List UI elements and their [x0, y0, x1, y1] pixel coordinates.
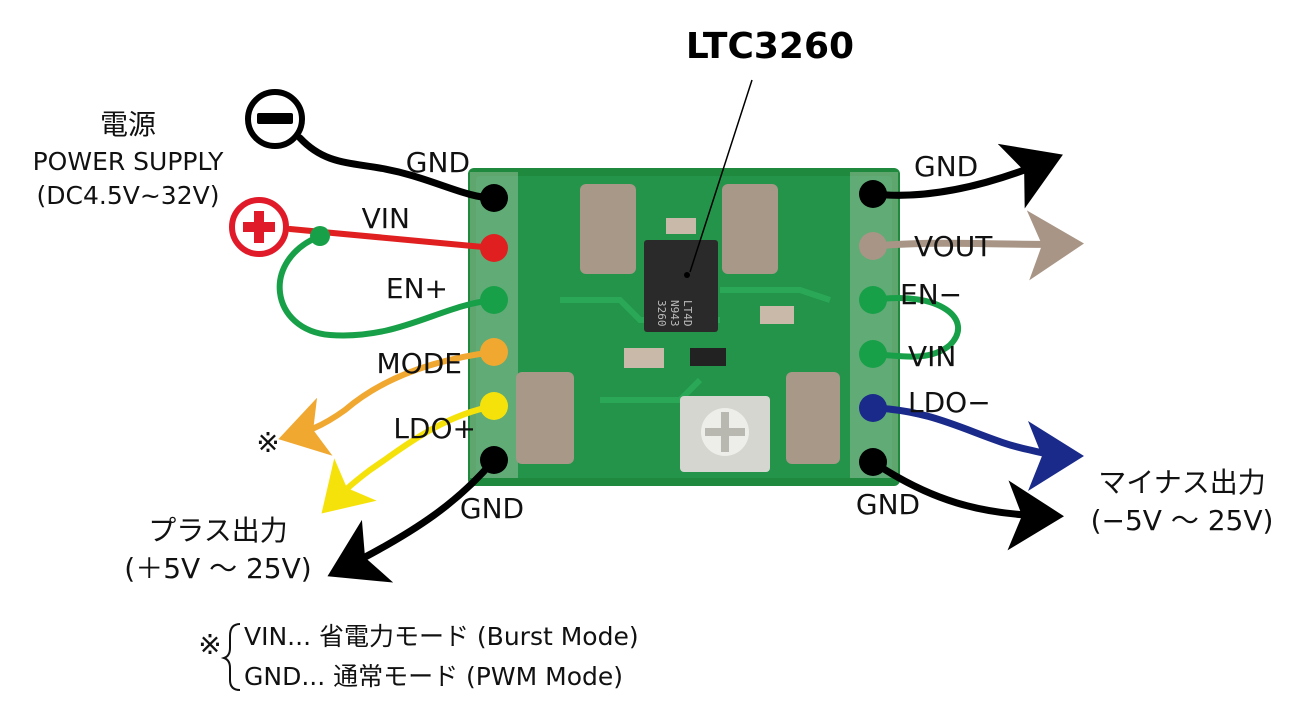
- minus-output-label: マイナス出力: [1098, 466, 1265, 499]
- power-supply-title-en: POWER SUPPLY: [33, 147, 225, 176]
- wire-en-plus-jumper: [276, 233, 497, 339]
- footnote-line-gnd: GND... 通常モード (PWM Mode): [244, 662, 623, 691]
- resistor: [666, 218, 696, 234]
- chip-title: LTC3260: [686, 26, 854, 67]
- chip-leader-line: [689, 79, 753, 273]
- footnote-brace: [220, 623, 241, 691]
- minus-terminal-icon: [245, 89, 305, 149]
- jumper-dot: [310, 226, 330, 246]
- ltc3260-chip: [644, 240, 718, 332]
- chip-marking-2: N943: [668, 300, 681, 327]
- footnote-mark: ※: [198, 628, 221, 661]
- label-en-plus: EN+: [386, 272, 448, 305]
- power-supply-range: (DC4.5V~32V): [37, 181, 220, 210]
- mode-note-mark: ※: [256, 426, 279, 459]
- chip-marking-1: 3260: [655, 300, 668, 327]
- label-gnd-right: GND: [914, 150, 978, 183]
- label-ldo-plus: LDO+: [393, 412, 476, 445]
- wire-mode: [278, 349, 497, 456]
- capacitor: [516, 372, 574, 464]
- plus-output-label: プラス出力: [148, 514, 287, 547]
- resistor: [624, 348, 664, 368]
- plus-terminal-icon: [229, 197, 289, 257]
- right-pin-header: [859, 180, 887, 476]
- wire-gnd-right-bottom: [869, 458, 1064, 551]
- wires: [276, 134, 1084, 583]
- footnote-line-vin: VIN... 省電力モード (Burst Mode): [244, 622, 639, 651]
- label-mode: MODE: [377, 347, 462, 380]
- minus-output-range: (−5V 〜 25V): [1091, 504, 1274, 537]
- pcb-board: [468, 168, 900, 486]
- capacitor: [580, 184, 636, 274]
- label-gnd-left-bottom: GND: [460, 492, 524, 525]
- resistor: [760, 306, 794, 324]
- chip-marking-3: LT4D: [681, 300, 694, 327]
- capacitor: [722, 184, 778, 274]
- label-vin-left: VIN: [362, 202, 410, 235]
- wire-ldo-minus: [869, 404, 1084, 491]
- wire-en-minus-jumper: [870, 295, 962, 360]
- label-gnd-right-bottom: GND: [856, 488, 920, 521]
- wire-gnd-left-bottom: [327, 456, 498, 583]
- plus-output-range: (＋5V 〜 25V): [124, 552, 311, 585]
- power-supply-title-jp: 電源: [100, 108, 156, 141]
- label-vout: VOUT: [914, 230, 993, 263]
- diode: [690, 348, 726, 366]
- wire-vout: [869, 210, 1084, 281]
- wire-gnd-supply: [296, 134, 498, 202]
- label-vin-right: VIN: [908, 340, 956, 373]
- wire-ldo-plus: [321, 403, 497, 514]
- capacitor: [786, 372, 840, 464]
- label-en-minus: EN−: [900, 278, 962, 311]
- label-gnd-left: GND: [406, 146, 470, 179]
- wire-gnd-right: [869, 143, 1063, 209]
- label-ldo-minus: LDO−: [908, 386, 991, 419]
